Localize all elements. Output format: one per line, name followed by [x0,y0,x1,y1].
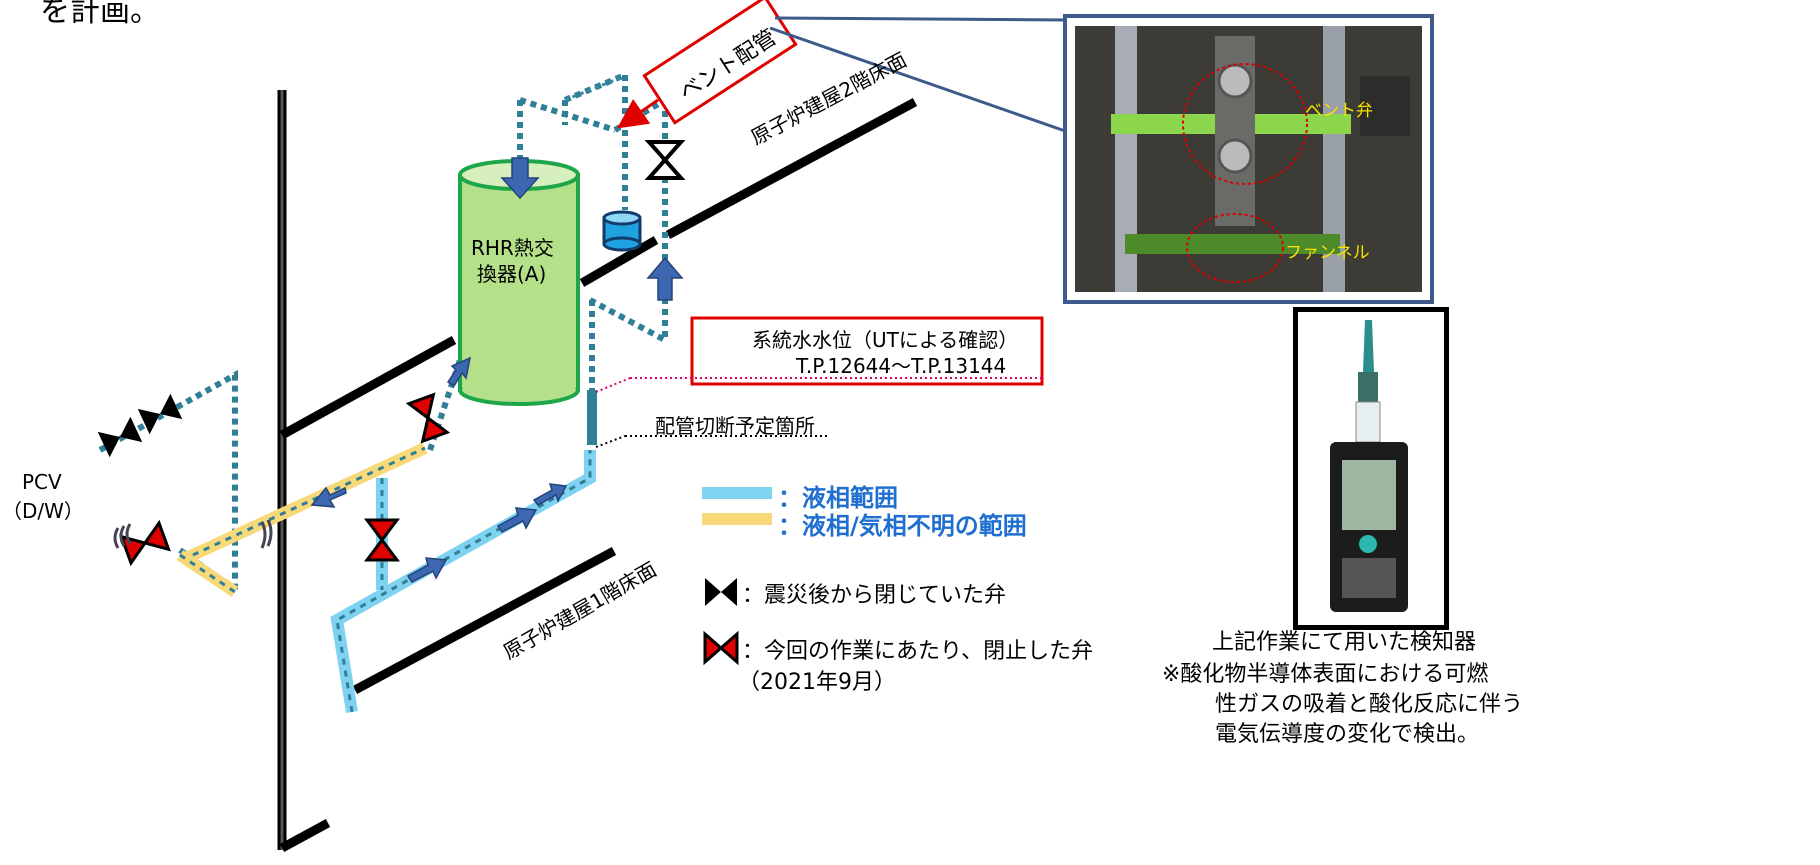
pcv-sub-label: （D/W） [2,499,84,523]
funnel-label: ファンネル [1285,243,1370,263]
valve-closed-this-time-icon [405,392,451,444]
flow-arrows [310,157,684,583]
floor2-line [279,98,918,439]
legend-closed-since-quake-icon [705,578,737,606]
valve-closed-since-quake-icon [97,416,143,458]
rhr-label-1: RHR熱交 [471,236,554,260]
detector-note-2: 性ガスの吸着と酸化反応に伴う [1215,692,1524,717]
legend-closed-this-time-label: ：今回の作業にあたり、閉止した弁 [742,639,1094,664]
water-level-label-2: T.P.12644～T.P.13144 [796,354,1007,378]
water-level-label-1: 系統水水位（UTによる確認） [752,328,1019,352]
rhr-label-2: 換器(A) [477,262,547,286]
arrow-into-hx [500,157,540,200]
flexible-joint-icon [113,519,273,549]
vent-photo-frame: ベント弁 ファンネル [1063,14,1434,304]
detector-photo-frame [1293,307,1449,630]
floor1-line [279,547,617,852]
legend-closed-this-time-date: （2021年9月） [738,670,896,695]
arrow-blue-1 [406,557,448,583]
photo-link-line-bottom [769,26,1069,134]
legend-liquid-label: ：液相範囲 [778,484,898,512]
funnel-icon [602,210,642,252]
legend-liquid-swatch [702,487,772,499]
cut-point-leader [595,435,626,448]
detector-note-3: 電気伝導度の変化で検出。 [1215,722,1480,747]
rhr-heat-exchanger [458,159,580,406]
top-cut-text: を計画。 [40,0,160,29]
cut-point-label: 配管切断予定箇所 [655,414,815,438]
legend-unknown-label: ：液相/気相不明の範囲 [778,512,1027,540]
arrow-blue-3 [532,483,568,506]
arrow-yellow [310,486,347,508]
vent-pipe-pointer [617,98,659,129]
arrow-up-right [646,256,684,301]
water-level-callout [690,316,1044,386]
vent-pipe-line [564,76,621,102]
legend-closed-since-quake-label: ：震災後から閉じていた弁 [742,583,1007,608]
vent-valve-label: ベント弁 [1305,101,1373,121]
valve-closed-this-time-icon [119,519,171,567]
legend-unknown-swatch [702,513,772,525]
unknown-range-pipes [176,442,428,597]
vent-pipe-callout [642,0,798,125]
valve-closed-this-time-icon [364,518,400,562]
arrow-blue-2 [496,507,538,533]
valve-closed-since-quake-icon [137,393,183,435]
vent-photo: ベント弁 ファンネル [1075,26,1422,292]
gas-detector-illustration [1298,312,1444,625]
water-level-leader [595,377,631,393]
legend-closed-this-time-icon [703,630,739,666]
arrow-hx-bottom [446,356,472,388]
detector-caption: 上記作業にて用いた検知器 [1212,630,1477,655]
detector-note-1: ※酸化物半導体表面における可燃 [1162,662,1489,687]
vent-photo-illustration [1075,26,1422,292]
pcv-label: PCV [22,470,62,494]
photo-link-line-top [774,16,1069,22]
valve-open-icon [644,140,686,180]
